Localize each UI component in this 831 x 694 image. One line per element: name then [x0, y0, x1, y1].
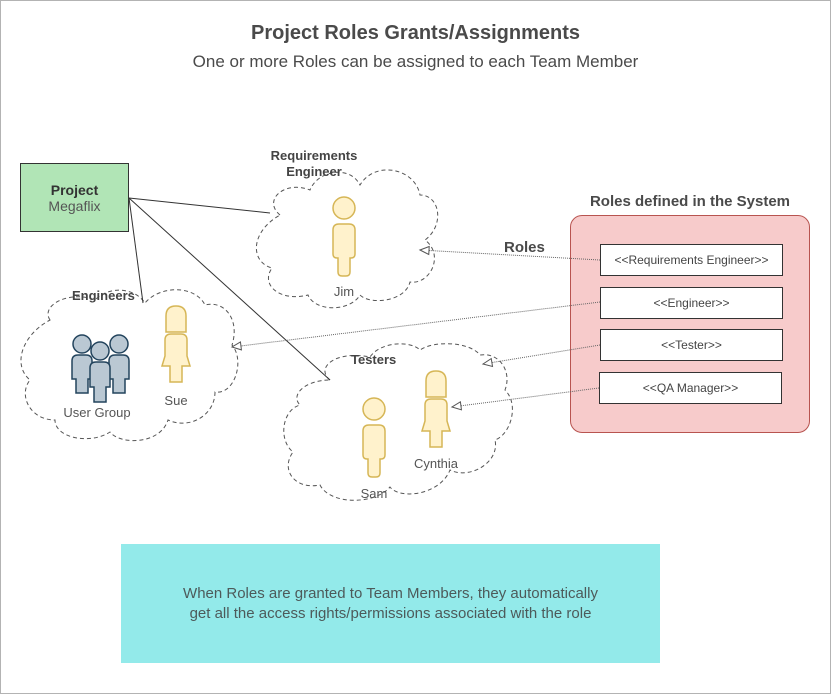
member-name-jim: Jim	[333, 284, 355, 299]
person-icon[interactable]	[328, 196, 360, 278]
user-group-icon[interactable]	[70, 333, 132, 405]
role-qa-manager[interactable]: <<QA Manager>>	[599, 372, 782, 404]
diagram-subtitle: One or more Roles can be assigned to eac…	[192, 52, 639, 71]
person-female-icon[interactable]	[420, 369, 452, 451]
note-line-1: When Roles are granted to Team Members, …	[183, 584, 598, 602]
person-icon[interactable]	[358, 397, 390, 479]
member-name-cynthia: Cynthia	[413, 456, 459, 471]
project-name: Megaflix	[48, 197, 101, 214]
role-requirements-engineer[interactable]: <<Requirements Engineer>>	[600, 244, 783, 276]
group-label-engineers: Engineers	[72, 288, 135, 303]
link-project-req-eng	[128, 197, 271, 214]
note-line-2: get all the access rights/permissions as…	[189, 604, 592, 622]
role-engineer[interactable]: <<Engineer>>	[600, 287, 783, 319]
link-project-testers	[128, 197, 331, 381]
member-name-sue: Sue	[164, 393, 188, 408]
cloud-testers	[283, 343, 513, 501]
roles-panel-title: Roles defined in the System	[589, 193, 791, 210]
member-name-sam: Sam	[360, 486, 388, 501]
diagram-title: Project Roles Grants/Assignments	[251, 22, 580, 44]
member-name-user-group: User Group	[63, 405, 131, 420]
group-label-line1: Requirements	[270, 148, 358, 163]
roles-link-label: Roles	[504, 239, 545, 256]
project-label: Project	[50, 181, 99, 198]
project-node[interactable]: Project Megaflix	[20, 163, 129, 232]
role-tester[interactable]: <<Tester>>	[600, 329, 783, 361]
person-female-icon[interactable]	[160, 304, 192, 386]
group-label-line2: Engineer	[286, 164, 342, 179]
group-label-requirements-engineer: Requirements Engineer	[254, 148, 374, 180]
link-project-engineers	[128, 197, 144, 304]
note-box: When Roles are granted to Team Members, …	[121, 544, 660, 663]
group-label-testers: Testers	[351, 352, 397, 367]
